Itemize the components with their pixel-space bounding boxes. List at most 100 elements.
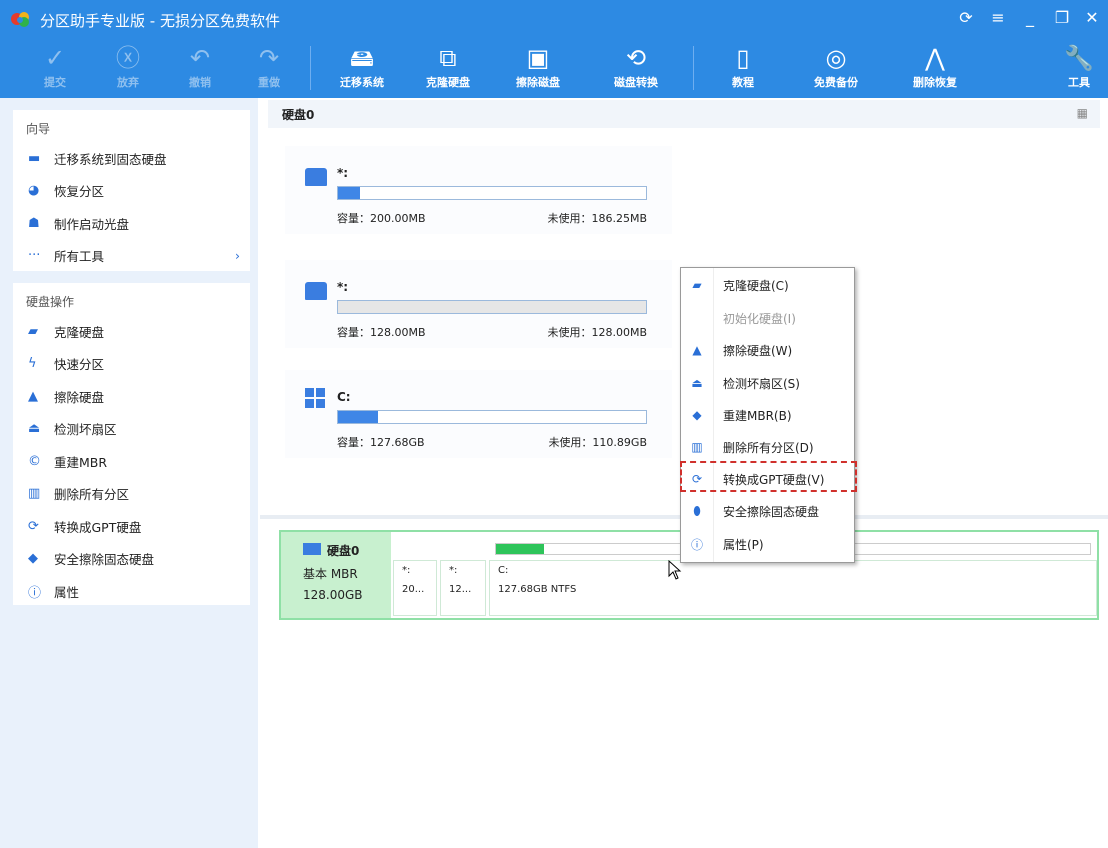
eraser-icon: ⬮ bbox=[693, 503, 701, 518]
menu-item-init-disk[interactable]: 初始化硬盘(I) bbox=[723, 311, 796, 326]
recover-icon: ⋀ bbox=[925, 44, 945, 72]
disk-ops-title: 硬盘操作 bbox=[26, 295, 75, 309]
usage-fill bbox=[338, 187, 360, 199]
backup-icon: ◎ bbox=[825, 44, 847, 72]
migrate-os-icon: 🖴 bbox=[349, 44, 375, 72]
windows-icon bbox=[305, 388, 325, 408]
disk-info: 硬盘0 基本 MBR 128.00GB bbox=[281, 532, 391, 618]
eraser-icon: ◆ bbox=[28, 551, 38, 567]
toolbar-divider bbox=[310, 46, 311, 90]
context-menu: ▰克隆硬盘(C) 初始化硬盘(I) ▲擦除硬盘(W) ⏏检测坏扇区(S) ◆重建… bbox=[680, 267, 855, 563]
disk-icon: ▬ bbox=[28, 150, 41, 166]
chevron-right-icon: › bbox=[235, 248, 240, 264]
disk-title: 硬盘0 bbox=[282, 108, 315, 122]
disk-header: 硬盘0 ▦ bbox=[268, 100, 1100, 128]
app-logo-icon bbox=[11, 12, 29, 27]
check-icon: ✓ bbox=[44, 44, 66, 72]
disk-convert-icon: ⟲ bbox=[625, 44, 647, 72]
bad-sector-icon: ⏏ bbox=[691, 376, 703, 390]
mouse-cursor-icon bbox=[668, 560, 682, 580]
wipe-icon: ▲ bbox=[28, 388, 38, 404]
clone-icon: ▰ bbox=[28, 323, 38, 339]
usage-fill bbox=[496, 544, 544, 554]
usage-bar bbox=[337, 186, 647, 200]
undo-icon: ↶ bbox=[189, 44, 211, 72]
menu-item-delete-all[interactable]: ▥删除所有分区(D) bbox=[681, 432, 854, 462]
undo-button[interactable]: ↶撤销 bbox=[165, 42, 235, 90]
close-button[interactable]: ✕ bbox=[1085, 8, 1099, 27]
sidebar-item-wipe-disk[interactable]: ▲擦除硬盘 bbox=[28, 388, 105, 405]
sidebar-item-bad-sector[interactable]: ⏏检测坏扇区 bbox=[28, 421, 117, 438]
discard-icon: ⓧ bbox=[116, 44, 140, 72]
toolbar-divider bbox=[693, 46, 694, 90]
usage-fill bbox=[338, 411, 379, 423]
menu-item-secure-erase[interactable]: ⬮安全擦除固态硬盘 bbox=[681, 496, 854, 526]
menu-item-wipe-disk[interactable]: ▲擦除硬盘(W) bbox=[681, 335, 854, 365]
partition-card[interactable]: *: 容量：128.00MB 未使用：128.00MB bbox=[285, 260, 672, 348]
wipe-disk-icon: ▣ bbox=[526, 44, 550, 72]
tutorial-button[interactable]: ▯教程 bbox=[708, 42, 778, 90]
disk-row[interactable]: 硬盘0 基本 MBR 128.00GB *:20... *:12... C:12… bbox=[279, 530, 1099, 620]
sidebar-item-delete-all[interactable]: ▥删除所有分区 bbox=[28, 486, 130, 503]
sidebar-item-migrate-os[interactable]: ▬迁移系统到固态硬盘 bbox=[28, 150, 167, 167]
recover-button[interactable]: ⋀删除恢复 bbox=[900, 42, 970, 90]
menu-item-bad-sector[interactable]: ⏏检测坏扇区(S) bbox=[681, 368, 854, 398]
redo-button[interactable]: ↷重做 bbox=[234, 42, 304, 90]
clone-icon: ▰ bbox=[692, 278, 702, 292]
sidebar-item-clone-disk[interactable]: ▰克隆硬盘 bbox=[28, 323, 105, 340]
sidebar: 向导 ▬迁移系统到固态硬盘 ◕恢复分区 ☗制作启动光盘 ···所有工具› 硬盘操… bbox=[0, 98, 258, 848]
migrate-os-button[interactable]: 🖴迁移系统 bbox=[327, 42, 397, 90]
free-backup-button[interactable]: ◎免费备份 bbox=[801, 42, 871, 90]
menu-icon[interactable]: ≡ bbox=[991, 8, 1005, 27]
rebuild-icon: © bbox=[28, 453, 41, 469]
menu-item-rebuild-mbr[interactable]: ◆重建MBR(B) bbox=[681, 400, 854, 430]
partition-cell[interactable]: C:127.68GB NTFS bbox=[489, 560, 1097, 616]
wrench-icon: 🔧 bbox=[1064, 44, 1094, 72]
more-icon: ··· bbox=[28, 248, 41, 264]
drive-icon bbox=[305, 168, 327, 186]
wipe-disk-button[interactable]: ▣擦除磁盘 bbox=[503, 42, 573, 90]
menu-item-clone-disk[interactable]: ▰克隆硬盘(C) bbox=[681, 270, 854, 300]
redo-icon: ↷ bbox=[258, 44, 280, 72]
pie-icon: ◕ bbox=[28, 183, 40, 199]
sidebar-item-all-tools[interactable]: ···所有工具› bbox=[28, 248, 240, 265]
usage-bar bbox=[337, 410, 647, 424]
wizard-title: 向导 bbox=[26, 122, 51, 136]
clone-disk-button[interactable]: ⧉克隆硬盘 bbox=[413, 42, 483, 90]
partition-cell[interactable]: *:20... bbox=[393, 560, 437, 616]
sidebar-item-recover-partition[interactable]: ◕恢复分区 bbox=[28, 183, 105, 200]
maximize-button[interactable]: ❐ bbox=[1054, 8, 1070, 27]
highlight-annotation bbox=[680, 461, 857, 492]
grid-view-icon[interactable]: ▦ bbox=[1076, 106, 1088, 120]
lightning-icon: ϟ bbox=[28, 356, 37, 372]
sidebar-item-secure-erase[interactable]: ◆安全擦除固态硬盘 bbox=[28, 551, 155, 568]
refresh-icon[interactable]: ⟳ bbox=[959, 8, 973, 27]
bad-sector-icon: ⏏ bbox=[28, 421, 41, 437]
minimize-button[interactable]: _ bbox=[1026, 8, 1034, 27]
submit-button[interactable]: ✓提交 bbox=[20, 42, 90, 90]
sidebar-item-boot-disc[interactable]: ☗制作启动光盘 bbox=[28, 215, 130, 232]
tools-button[interactable]: 🔧工具 bbox=[1044, 42, 1108, 90]
partition-card[interactable]: *: 容量：200.00MB 未使用：186.25MB bbox=[285, 146, 672, 234]
wipe-icon: ▲ bbox=[692, 343, 702, 357]
menu-item-convert-gpt[interactable]: ⟳转换成GPT硬盘(V) bbox=[681, 464, 854, 494]
drive-icon bbox=[305, 282, 327, 300]
partition-card[interactable]: C: 容量：127.68GB 未使用：110.89GB bbox=[285, 370, 672, 458]
sidebar-item-convert-gpt[interactable]: ⟳转换成GPT硬盘 bbox=[28, 518, 142, 535]
trash-icon: ▥ bbox=[28, 486, 41, 502]
clone-disk-icon: ⧉ bbox=[439, 44, 457, 72]
convert-icon: ⟳ bbox=[691, 472, 703, 486]
menu-gutter bbox=[713, 268, 714, 562]
trash-icon: ▥ bbox=[691, 440, 703, 454]
info-icon: ⓘ bbox=[690, 537, 703, 552]
partition-cell[interactable]: *:12... bbox=[440, 560, 486, 616]
wizard-panel: 向导 ▬迁移系统到固态硬盘 ◕恢复分区 ☗制作启动光盘 ···所有工具› bbox=[13, 110, 250, 271]
sidebar-item-rebuild-mbr[interactable]: ©重建MBR bbox=[28, 453, 108, 470]
disk-convert-button[interactable]: ⟲磁盘转换 bbox=[601, 42, 671, 90]
